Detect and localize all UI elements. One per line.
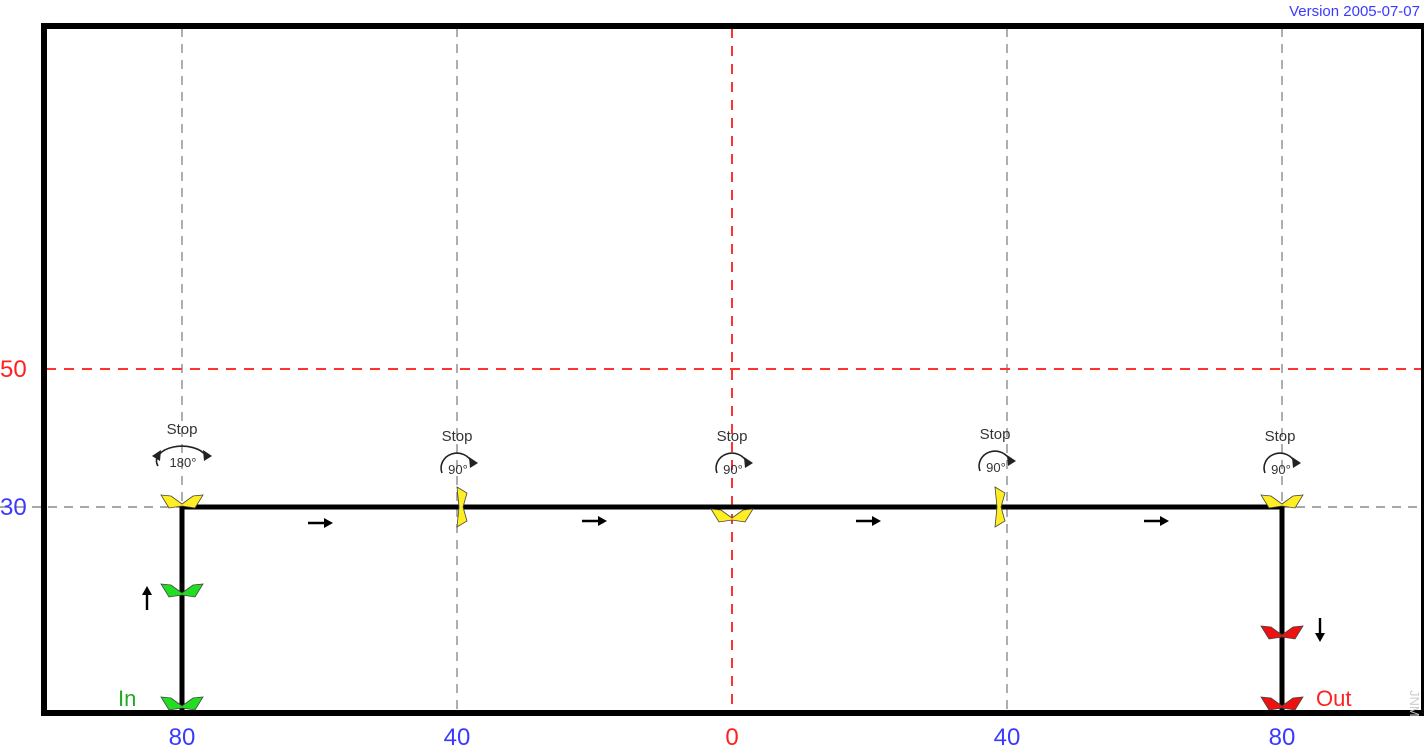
- arrow-down-icon: [1315, 618, 1325, 642]
- cone-stop-2: [456, 486, 468, 528]
- y-tick-label: 30: [0, 494, 27, 521]
- stop-labels: Stop 180° Stop 90° Stop 90° Stop 90° Stop 90°: [152, 421, 1301, 477]
- x-tick-label: 80: [169, 724, 196, 748]
- cone-entry-start: [160, 696, 204, 711]
- x-tick-label: 80: [1269, 724, 1296, 748]
- stop-angle: 180°: [170, 455, 197, 470]
- stop-label: Stop 180°: [152, 421, 212, 470]
- stop-label: Stop 90°: [978, 426, 1016, 475]
- cone-entry-gate: [160, 583, 204, 598]
- stop-label: Stop 90°: [715, 428, 753, 477]
- arrow-up-icon: [142, 586, 152, 610]
- rotate-arrow-icon: [1263, 452, 1301, 474]
- arrow-right-icon: [1144, 516, 1169, 526]
- stop-label: Stop 90°: [1263, 428, 1301, 477]
- stop-title: Stop: [167, 421, 198, 438]
- stop-angle: 90°: [986, 460, 1006, 475]
- stop-title: Stop: [717, 428, 748, 445]
- cone-stop-4: [994, 486, 1006, 528]
- stop-title: Stop: [1265, 428, 1296, 445]
- cone-stop-3: [710, 508, 754, 523]
- stop-label: Stop 90°: [440, 428, 478, 477]
- arrow-right-icon: [308, 518, 333, 528]
- version-label: Version 2005-07-07: [1289, 3, 1420, 20]
- arrow-right-icon: [582, 516, 607, 526]
- watermark: JNM: [1407, 690, 1422, 717]
- in-label: In: [118, 686, 136, 711]
- rotate-arrow-icon: [978, 450, 1016, 472]
- rotate-arrow-icon: [715, 452, 753, 474]
- x-tick-label: 40: [444, 724, 471, 748]
- stop-angle: 90°: [448, 462, 468, 477]
- stop-title: Stop: [980, 426, 1011, 443]
- y-tick-label: 50: [0, 356, 27, 383]
- out-label: Out: [1316, 686, 1351, 711]
- rotate-arrow-icon: [440, 452, 478, 474]
- x-tick-label: 0: [725, 724, 738, 748]
- arrow-right-icon: [856, 516, 881, 526]
- route-line: [179, 504, 1285, 711]
- grid-lines: [0, 28, 1424, 711]
- x-tick-label: 40: [994, 724, 1021, 748]
- cones: [160, 486, 1304, 711]
- direction-arrows: [142, 516, 1325, 642]
- stop-title: Stop: [442, 428, 473, 445]
- x-axis-labels: 80 40 0 40 80: [169, 724, 1296, 748]
- stop-angle: 90°: [723, 462, 743, 477]
- cone-exit-gate: [1260, 625, 1304, 640]
- stop-angle: 90°: [1271, 462, 1291, 477]
- cone-stop-1: [160, 494, 204, 509]
- frame-border: [41, 23, 1424, 716]
- y-axis-labels: 50 30: [0, 356, 27, 521]
- rotate-arrow-icon: [152, 445, 212, 467]
- cone-exit-finish: [1260, 696, 1304, 711]
- cone-stop-5: [1260, 494, 1304, 509]
- course-path: [179, 504, 1285, 711]
